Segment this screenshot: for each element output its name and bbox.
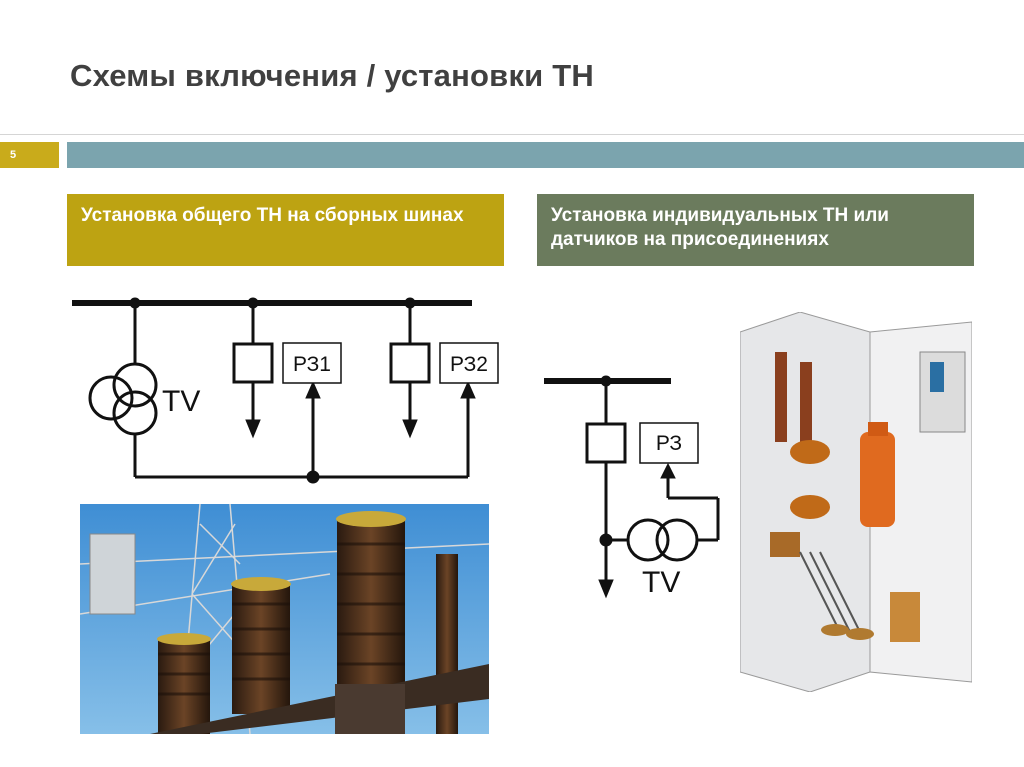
common-vt-diagram xyxy=(72,297,499,484)
breaker-right xyxy=(585,422,627,464)
relay-box-1 xyxy=(282,342,342,384)
page-title: Схемы включения / установки ТН xyxy=(70,58,594,93)
relay-label-right: РЗ xyxy=(656,432,682,455)
tv-transformer-left xyxy=(88,362,158,436)
tv-label-left: TV xyxy=(162,385,200,418)
tv-label-right: TV xyxy=(642,566,680,599)
caption-individual-vt: Установка индивидуальных ТН или датчиков… xyxy=(537,194,974,266)
breaker-1 xyxy=(232,342,274,384)
switchgear-cabinet-photo xyxy=(740,312,972,692)
relay-label-2: РЗ2 xyxy=(450,353,488,376)
breaker-2 xyxy=(389,342,431,384)
relay-box-right xyxy=(639,422,699,464)
caption-common-vt: Установка общего ТН на сборных шинах xyxy=(67,194,504,266)
tv-transformer-right xyxy=(626,518,699,562)
substation-vt-photo xyxy=(80,504,489,734)
header-divider xyxy=(0,134,1024,135)
accent-bar xyxy=(67,142,1024,168)
slide-number: 5 xyxy=(0,142,59,168)
relay-label-1: РЗ1 xyxy=(293,353,331,376)
relay-box-2 xyxy=(439,342,499,384)
individual-vt-diagram xyxy=(544,375,720,599)
